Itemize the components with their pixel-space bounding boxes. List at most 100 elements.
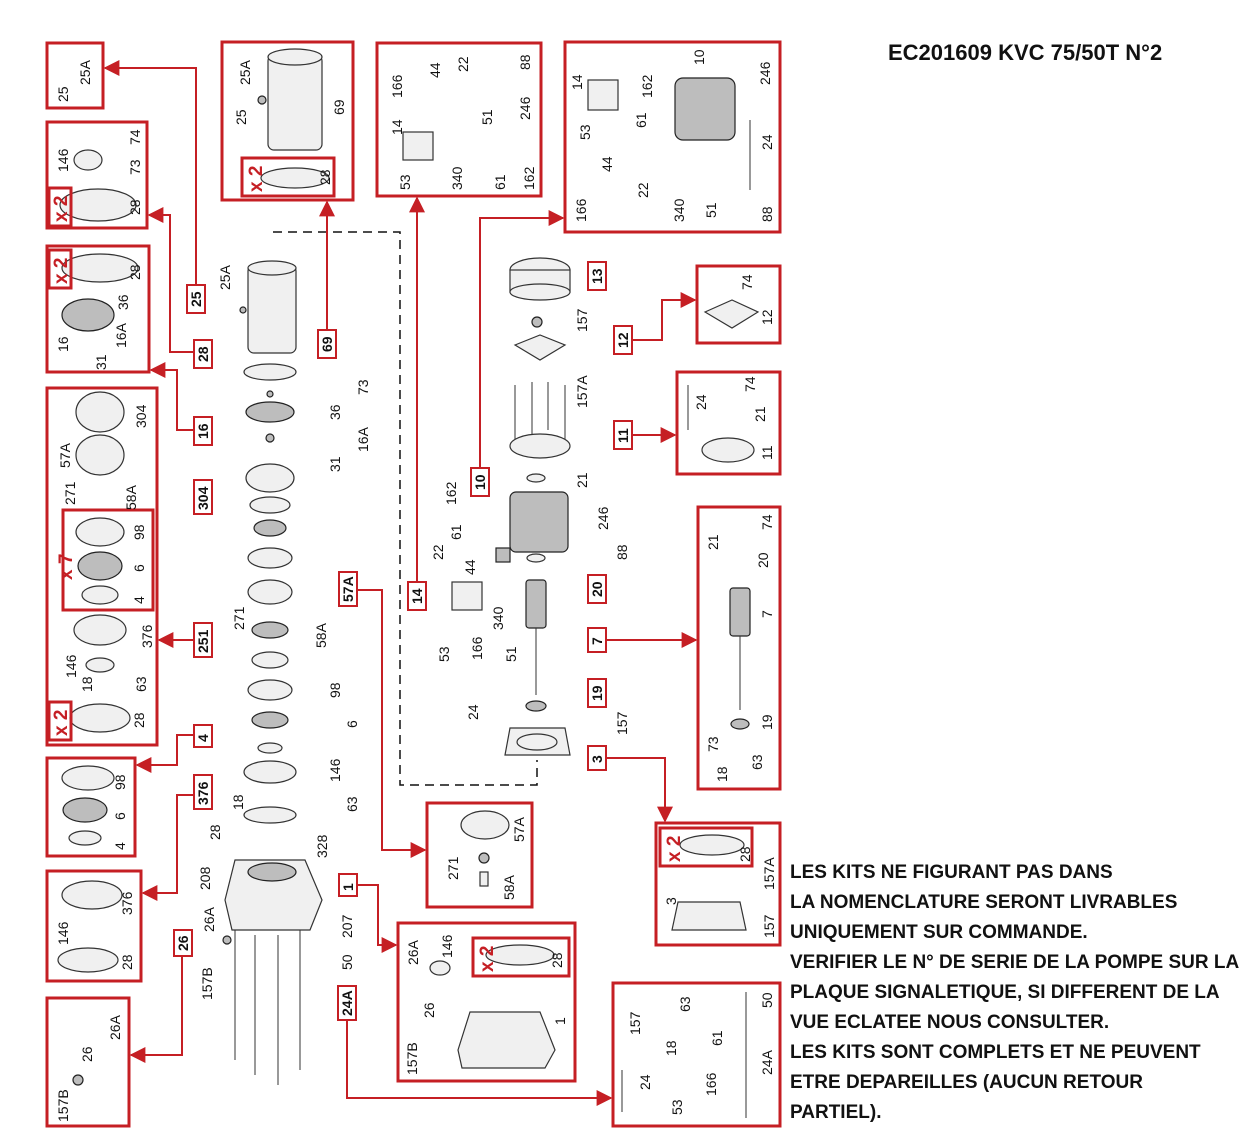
label: 61 bbox=[633, 112, 649, 128]
label: 25 bbox=[233, 109, 249, 125]
part-146-oring bbox=[243, 806, 297, 824]
ref-label: 304 bbox=[195, 486, 211, 510]
label: 51 bbox=[503, 646, 519, 662]
ref-box-7 bbox=[587, 627, 607, 653]
label: 328 bbox=[314, 834, 330, 858]
label: 22 bbox=[455, 56, 471, 72]
label: 74 bbox=[742, 376, 758, 392]
label: 11 bbox=[759, 445, 775, 460]
part-98-diffuser bbox=[247, 679, 293, 701]
label: 157 bbox=[627, 1011, 643, 1035]
label: 146 bbox=[55, 921, 71, 945]
note-line: PLAQUE SIGNALETIQUE, SI DIFFERENT DE LA bbox=[790, 982, 1220, 1003]
ref-label: 28 bbox=[195, 346, 211, 362]
motor-stack bbox=[451, 257, 571, 756]
label: 18 bbox=[79, 676, 95, 692]
kit-4-box: 98 6 4 bbox=[45, 756, 137, 858]
label: 58A bbox=[501, 874, 517, 900]
ref-box-13 bbox=[587, 261, 607, 291]
ref-label: 13 bbox=[589, 268, 605, 284]
label: 31 bbox=[327, 456, 343, 472]
diagram-title: EC201609 KVC 75/50T N°2 bbox=[888, 40, 1163, 65]
ref-box-1 bbox=[338, 873, 358, 897]
part-57A-impeller bbox=[247, 579, 293, 605]
label: 61 bbox=[492, 174, 508, 190]
qty-badge: x 2 bbox=[51, 196, 72, 222]
label: 304 bbox=[133, 404, 149, 428]
arrows bbox=[103, 60, 698, 1106]
label: 146 bbox=[55, 148, 71, 172]
label: 63 bbox=[344, 796, 360, 812]
label: 26 bbox=[79, 1046, 95, 1062]
part-7-rotor bbox=[525, 579, 547, 629]
kit-11-box: 24 74 21 11 bbox=[675, 370, 782, 476]
ref-box-26 bbox=[173, 929, 193, 957]
ref-box-19 bbox=[587, 678, 607, 708]
label: 4 bbox=[131, 596, 147, 604]
label: 50 bbox=[339, 954, 355, 970]
label: 25A bbox=[77, 59, 93, 85]
label: 28 bbox=[127, 199, 143, 215]
part-25-plug bbox=[239, 306, 247, 314]
label: 63 bbox=[133, 676, 149, 692]
label: 246 bbox=[595, 506, 611, 530]
kit-25-box: 25 25A bbox=[45, 41, 105, 110]
kit-24A-box: 157 63 50 18 61 24 53 166 24A bbox=[611, 981, 782, 1128]
label: 53 bbox=[436, 646, 452, 662]
part-6-impeller bbox=[251, 711, 289, 729]
ref-label: 11 bbox=[615, 428, 631, 443]
label: 16A bbox=[113, 322, 129, 348]
ref-box-24A bbox=[337, 985, 357, 1021]
label: 36 bbox=[327, 404, 343, 420]
ref-box-4 bbox=[193, 724, 213, 748]
part-36-disc bbox=[245, 401, 295, 423]
ref-label: 26 bbox=[175, 935, 191, 951]
label: 340 bbox=[671, 198, 687, 222]
label: 28 bbox=[737, 846, 753, 862]
label: 22 bbox=[635, 182, 651, 198]
label: 28 bbox=[549, 952, 565, 968]
label: 73 bbox=[705, 736, 721, 752]
label: 162 bbox=[521, 166, 537, 190]
ref-box-20 bbox=[587, 574, 607, 604]
label: 14 bbox=[569, 74, 585, 90]
ref-label: 20 bbox=[589, 581, 605, 597]
ref-box-14 bbox=[407, 581, 427, 611]
ref-box-251 bbox=[193, 622, 213, 658]
label: 69 bbox=[331, 99, 347, 115]
label: 271 bbox=[445, 856, 461, 880]
label: 157 bbox=[761, 914, 777, 938]
label: 146 bbox=[63, 654, 79, 678]
qty-badge: x 2 bbox=[664, 836, 685, 862]
label: 57A bbox=[511, 816, 527, 842]
label: 162 bbox=[443, 481, 459, 505]
label: 1 bbox=[552, 1017, 568, 1025]
label: 74 bbox=[127, 129, 143, 145]
label: 25A bbox=[237, 59, 253, 85]
ref-label: 16 bbox=[195, 423, 211, 439]
label: 376 bbox=[119, 891, 135, 915]
part-10-motor-body bbox=[509, 491, 569, 553]
ref-label: 12 bbox=[615, 332, 631, 348]
part-14-terminal-cover bbox=[451, 581, 483, 611]
label: 61 bbox=[709, 1030, 725, 1046]
label: 25A bbox=[217, 264, 233, 290]
ref-box-69 bbox=[317, 329, 337, 359]
kit-16-box: x 2 28 16 36 16A 31 bbox=[45, 244, 151, 374]
label: 98 bbox=[327, 682, 343, 698]
label: 146 bbox=[327, 758, 343, 782]
ref-box-11 bbox=[613, 420, 633, 450]
kit-28-box: 146 73 74 28 x 2 bbox=[45, 120, 149, 230]
label: 73 bbox=[355, 379, 371, 395]
label: 53 bbox=[397, 174, 413, 190]
label: 63 bbox=[749, 754, 765, 770]
ref-box-10 bbox=[470, 467, 490, 497]
label: 88 bbox=[759, 206, 775, 222]
label: 53 bbox=[669, 1099, 685, 1115]
ref-label: 24A bbox=[339, 990, 355, 1016]
label: 88 bbox=[614, 544, 630, 560]
label: 25 bbox=[55, 86, 71, 102]
label: 157B bbox=[55, 1089, 71, 1122]
label: 166 bbox=[573, 198, 589, 222]
qty-badge: x 2 bbox=[51, 710, 72, 736]
